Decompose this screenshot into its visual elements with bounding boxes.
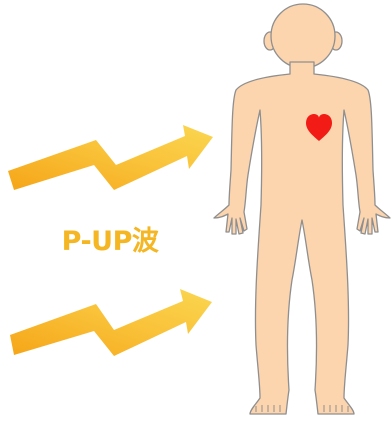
wave-label: P-UP波 [40, 222, 180, 262]
lower-wave-arrow-icon [10, 289, 212, 356]
upper-wave-arrow-icon [8, 125, 213, 190]
human-body-icon [214, 4, 390, 414]
